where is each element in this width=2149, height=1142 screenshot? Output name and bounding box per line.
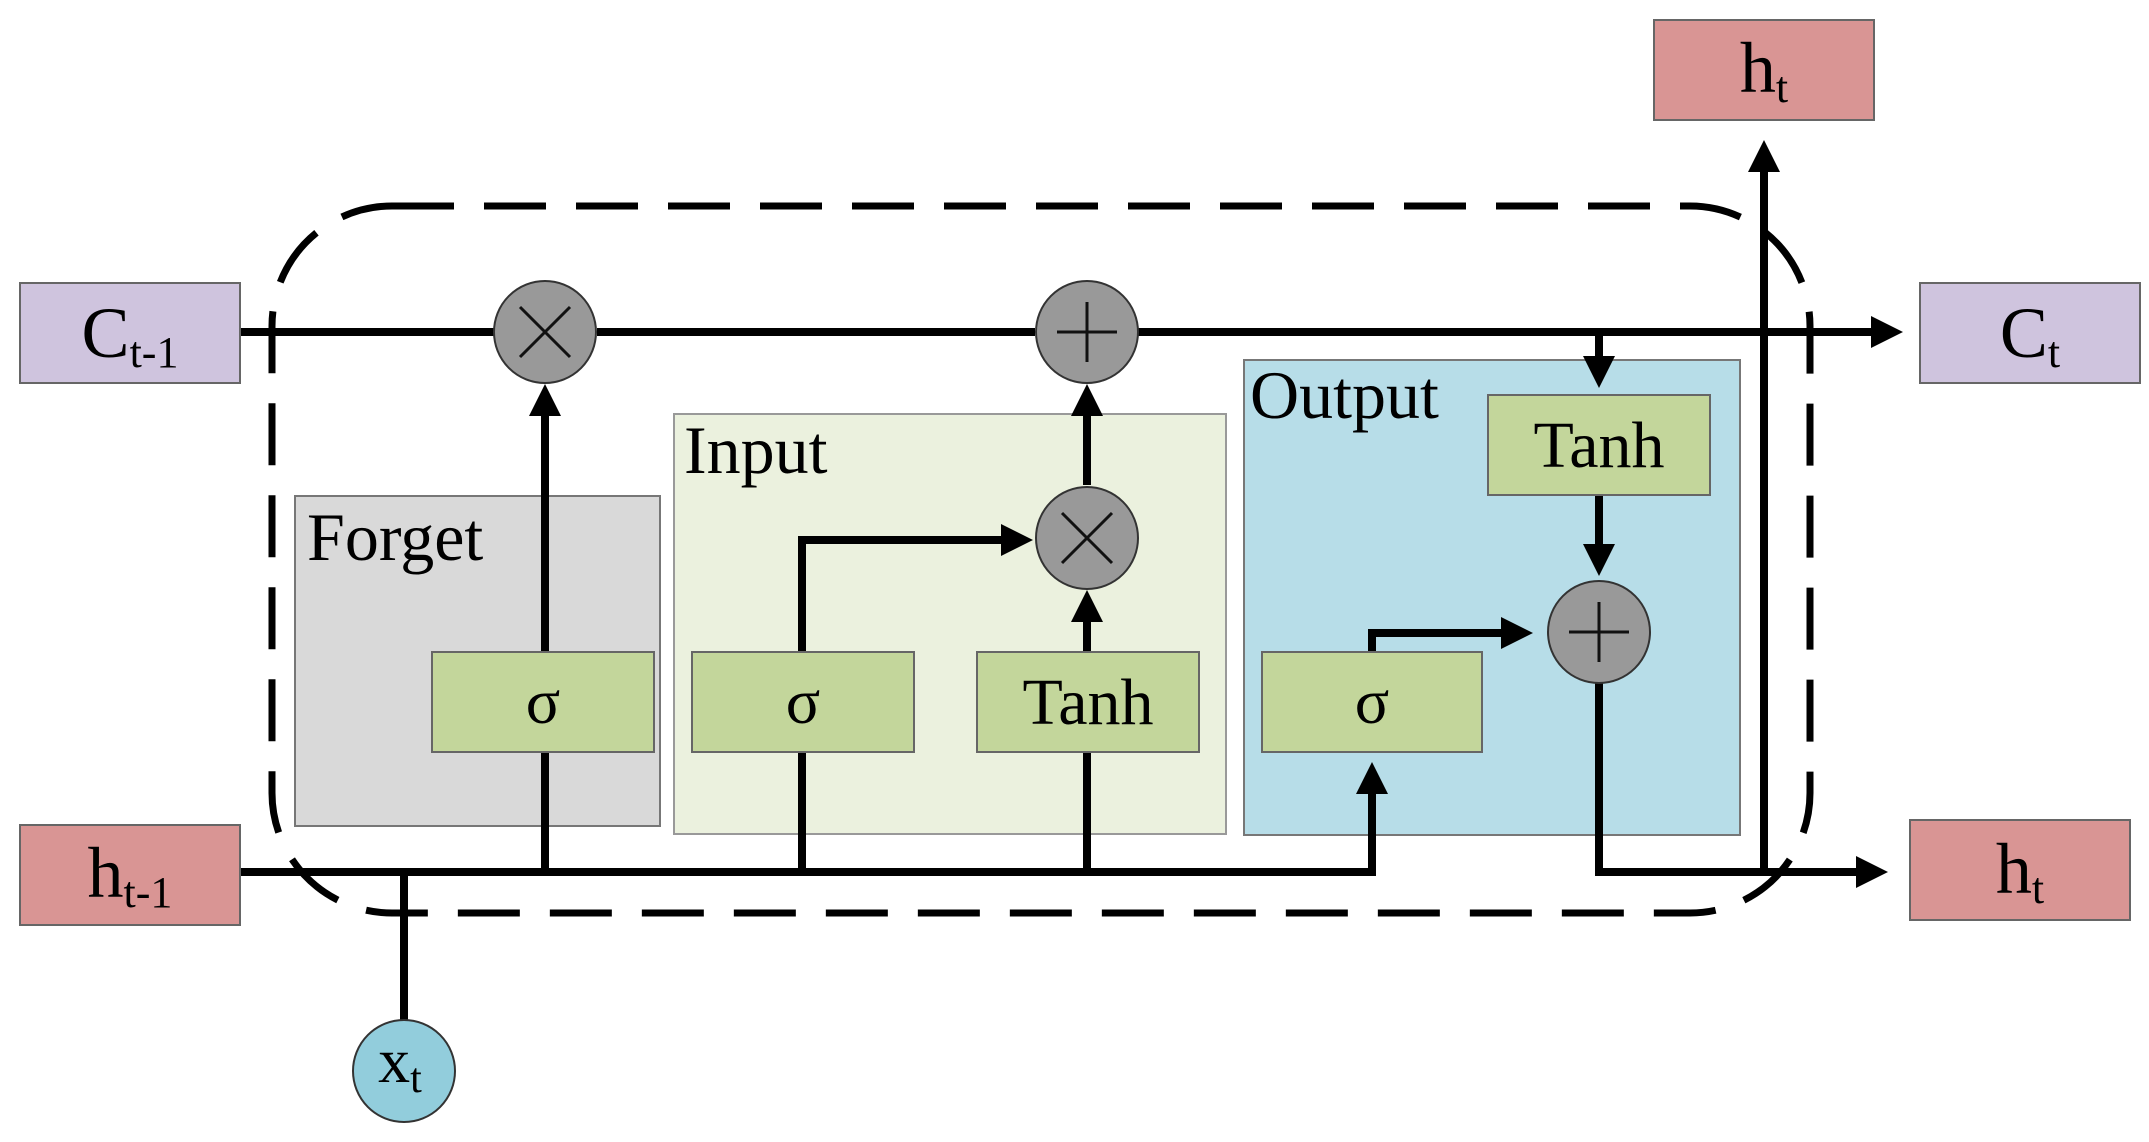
h-next-main: h [1996,829,2032,909]
h-top-main: h [1740,28,1776,108]
lstm-cell-boundary [268,202,1814,917]
connections [240,140,1903,1020]
hidden-state-next-box: ht [1909,819,2131,921]
x-main: x [378,1025,410,1096]
cell-state-prev-box: Ct-1 [19,282,241,384]
svg-text:ht: ht [1996,829,2044,913]
input-sigma-box [691,651,915,753]
c-next-sub: t [2048,328,2060,377]
output-to-h-next [1595,683,1888,888]
svg-text:ht: ht [1740,28,1788,112]
forget-multiply-icon [493,280,597,384]
c-prev-main: C [82,293,130,373]
cell-add-icon [1035,280,1139,384]
svg-text:Ct: Ct [2000,293,2060,377]
h-prev-sub: t-1 [124,868,173,917]
input-sigma-out [798,524,1033,652]
input-x-circle: xt [352,1019,456,1123]
cell-state-next-box: Ct [1919,282,2141,384]
svg-text:xt: xt [378,1025,422,1102]
h-top-sub: t [1776,63,1788,112]
output-add-icon [1547,580,1651,684]
hidden-state-bus [240,762,1388,876]
h-prev-main: h [88,833,124,913]
input-sigma-label: σ [786,666,821,737]
output-gate-label: Output [1250,357,1439,433]
hidden-state-output-top-box: ht [1653,19,1875,121]
output-sigma-label: σ [1355,666,1390,737]
input-gate-label: Input [684,412,828,488]
input-tanh-box [976,651,1200,753]
output-sigma-to-add [1368,617,1533,652]
input-gate-region [673,413,1227,835]
output-tanh-box [1487,394,1711,496]
svg-text:ht-1: ht-1 [88,833,173,917]
forget-gate-label: Forget [307,499,483,575]
h-next-sub: t [2032,864,2044,913]
forget-sigma-label: σ [526,666,561,737]
hidden-state-prev-box: ht-1 [19,824,241,926]
forget-sigma-box [431,651,655,753]
svg-text:Ct-1: Ct-1 [82,293,179,377]
c-prev-sub: t-1 [130,328,179,377]
input-tanh-label: Tanh [1022,666,1153,739]
x-sub: t [410,1056,422,1102]
output-sigma-box [1261,651,1483,753]
c-next-main: C [2000,293,2048,373]
input-multiply-icon [1035,486,1139,590]
output-tanh-label: Tanh [1533,409,1664,482]
